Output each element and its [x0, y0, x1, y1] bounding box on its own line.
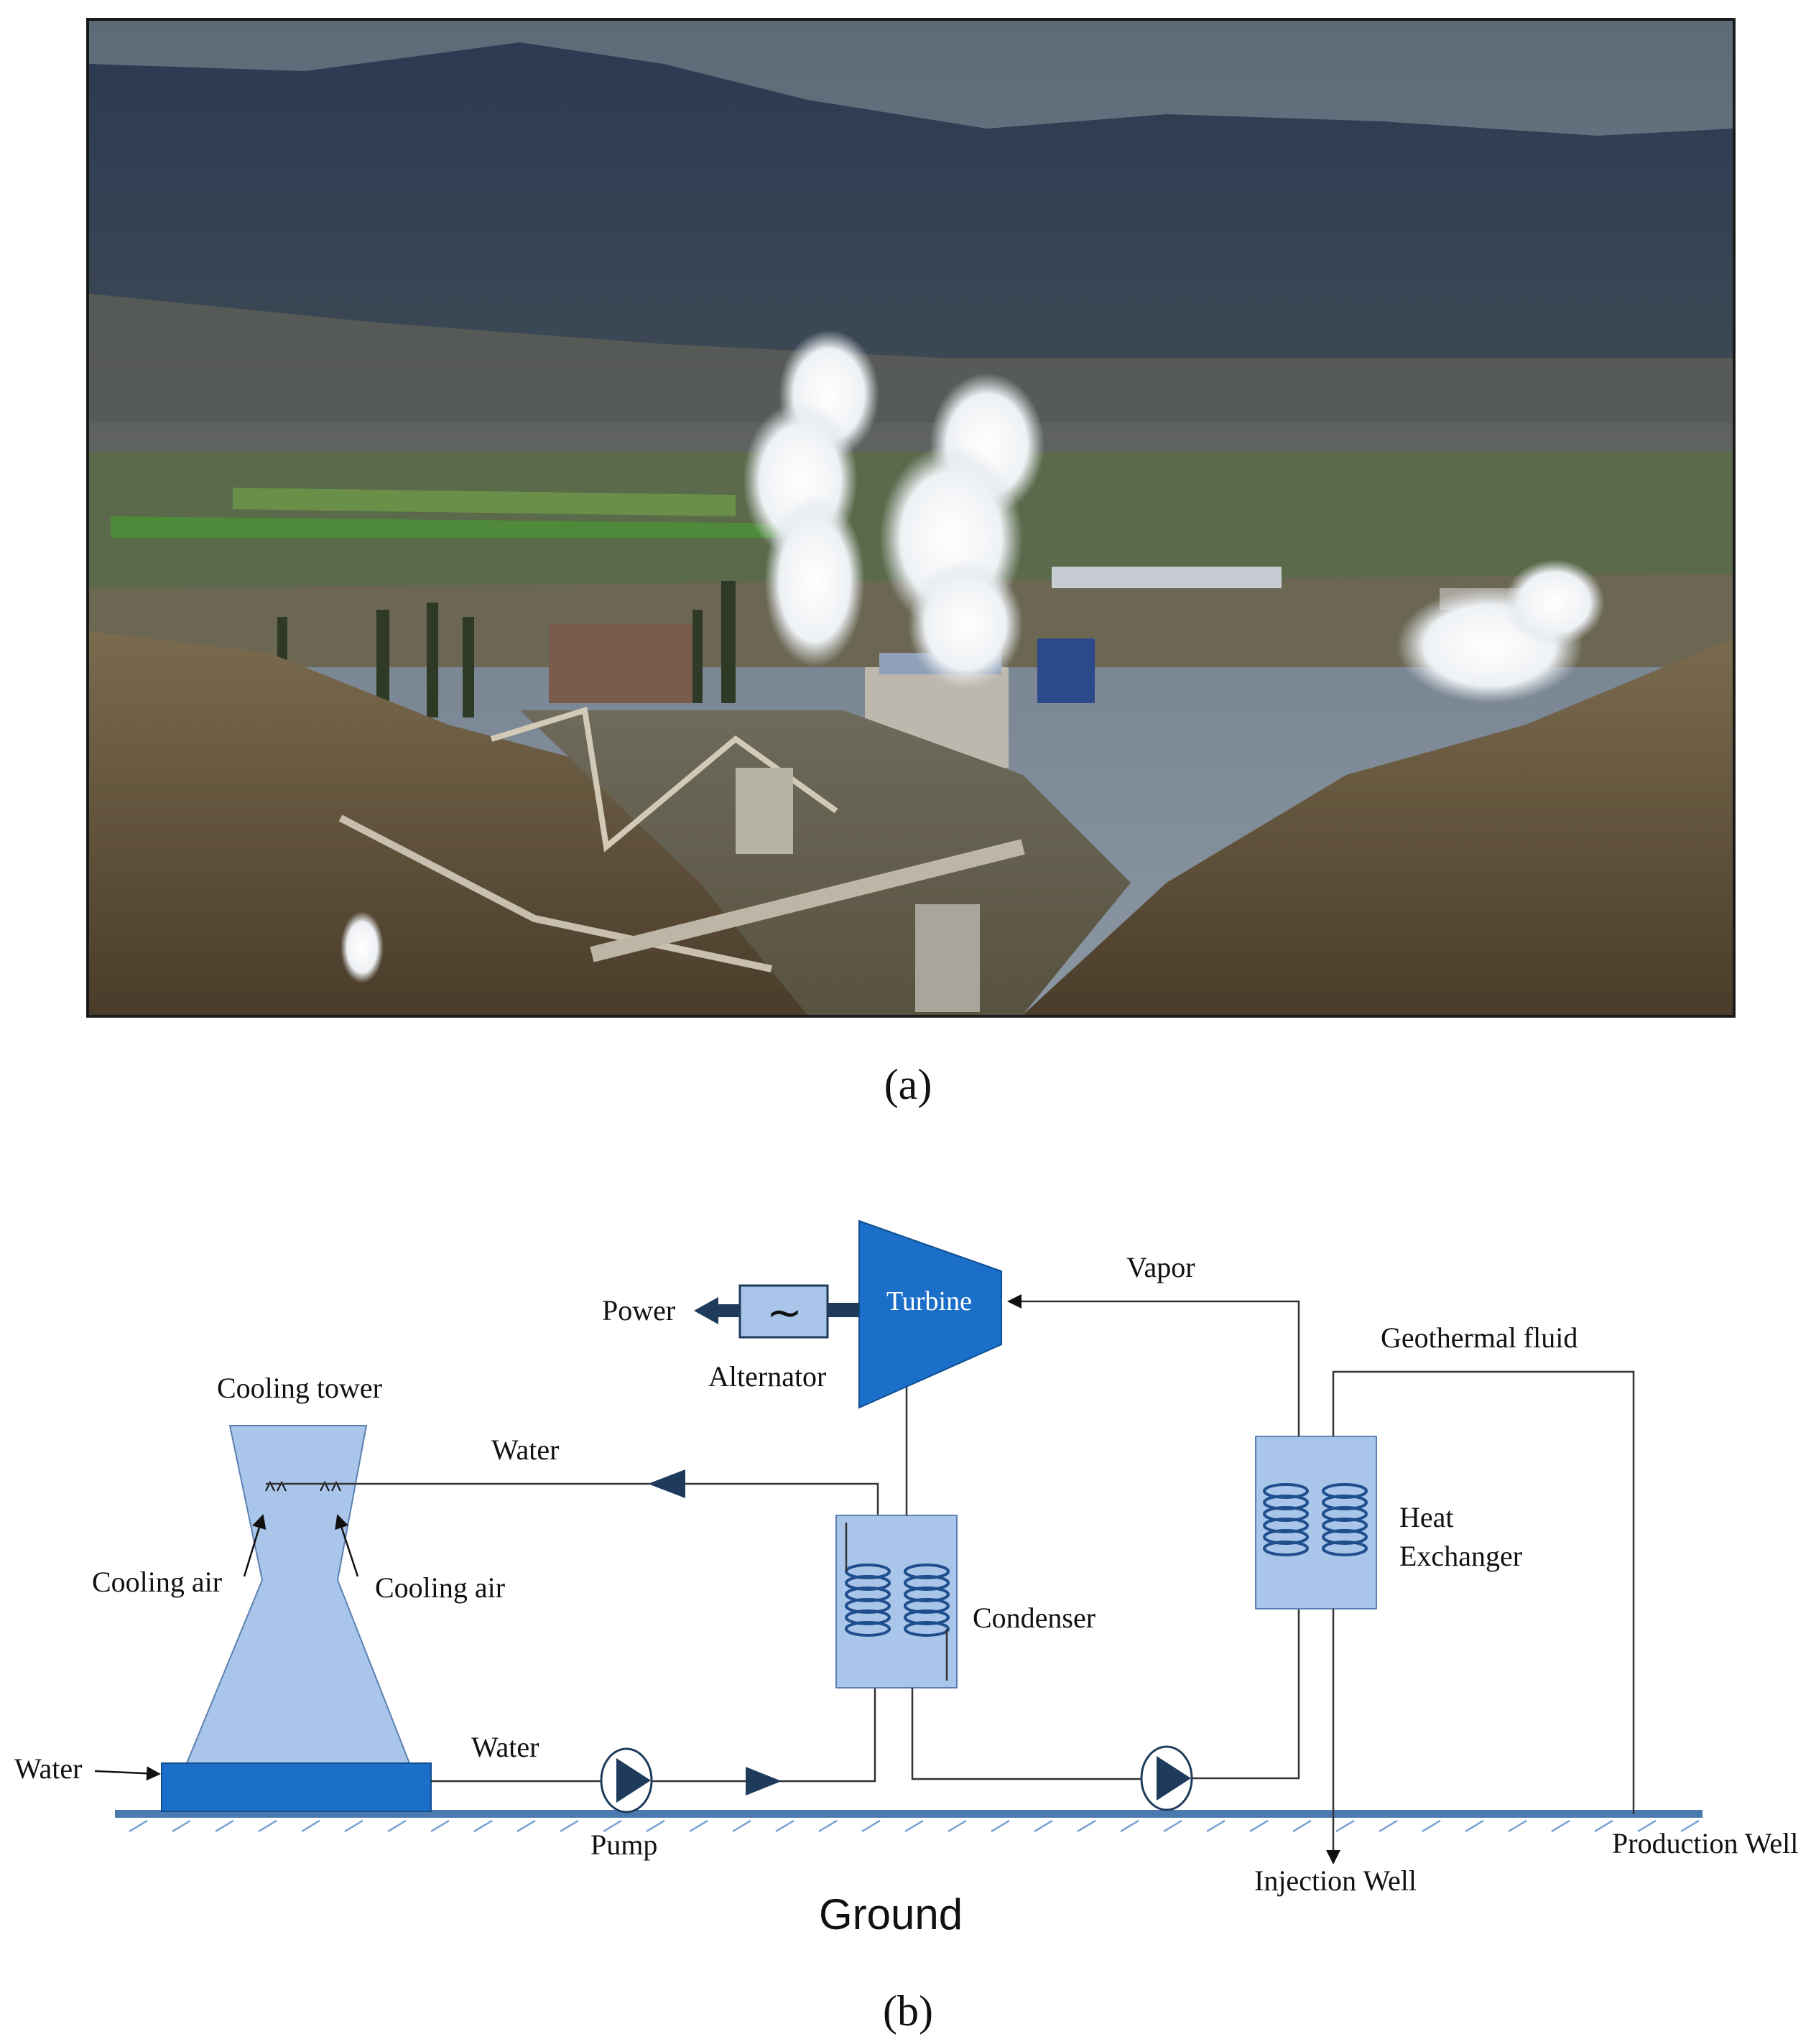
turbine-label: Turbine	[886, 1286, 972, 1316]
vapor-label: Vapor	[1126, 1251, 1195, 1283]
pump-2-triangle	[1157, 1756, 1191, 1801]
heat-exchanger	[1255, 1436, 1377, 1609]
flow-arrow-water-top	[648, 1469, 685, 1498]
ground-label: Ground	[819, 1890, 963, 1938]
turbine-shaft	[828, 1303, 859, 1317]
binary-cycle-diagram: Turbine ~ Power Alternator Vapor Geother…	[14, 1220, 1798, 1938]
turbine	[858, 1220, 1002, 1409]
condenser-coil-left	[845, 1564, 891, 1637]
injection-well-label: Injection Well	[1254, 1864, 1417, 1897]
geothermal-plant-photo	[86, 18, 1736, 1018]
heat-exchanger-coil-right	[1322, 1483, 1368, 1556]
water-top-label: Water	[491, 1434, 560, 1466]
cooling-air-right-label: Cooling air	[375, 1571, 505, 1604]
cooling-air-left-label: Cooling air	[92, 1566, 222, 1598]
pump-1-triangle	[616, 1758, 651, 1803]
pump-label: Pump	[590, 1829, 657, 1861]
water-bottom-label: Water	[471, 1731, 539, 1763]
geothermal-fluid-pipe	[1332, 1370, 1635, 1814]
water-inlet-label: Water	[14, 1752, 83, 1785]
heat-exchanger-coil-left	[1263, 1483, 1309, 1556]
ground-line	[115, 1810, 1703, 1818]
ground-hatching	[129, 1819, 1700, 1833]
water-inlet-arrow	[94, 1766, 161, 1781]
water-supply-pipe	[431, 1681, 876, 1783]
cooling-air-arrow-right	[335, 1514, 359, 1577]
power-shaft	[718, 1304, 740, 1317]
cooling-tower-label: Cooling tower	[217, 1372, 382, 1404]
cooling-air-arrow-left	[243, 1514, 267, 1577]
power-label: Power	[602, 1294, 675, 1327]
power-arrow	[694, 1297, 718, 1324]
cooling-tower-basin	[161, 1762, 432, 1812]
heat-exchanger-label-2: Exchanger	[1399, 1540, 1522, 1572]
alternator-symbol: ~	[766, 1288, 802, 1338]
water-return-pipe	[266, 1482, 879, 1523]
flow-arrow-water-bottom	[746, 1767, 782, 1796]
condenser-label: Condenser	[973, 1602, 1095, 1634]
alternator	[738, 1284, 829, 1339]
caption-b: (b)	[883, 1987, 933, 2035]
geothermal-fluid-label: Geothermal fluid	[1381, 1321, 1578, 1354]
heat-exchanger-label-1: Heat	[1399, 1501, 1454, 1533]
spray-nozzles	[265, 1480, 341, 1492]
vapor-pipe	[1007, 1294, 1300, 1436]
production-well-label: Production Well	[1612, 1827, 1798, 1859]
condensate-pipe	[911, 1688, 1142, 1780]
caption-a: (a)	[884, 1061, 932, 1108]
alternator-label: Alternator	[708, 1360, 826, 1393]
condenser-coil-right	[904, 1564, 950, 1637]
working-fluid-pipe-to-hx	[1192, 1609, 1300, 1780]
